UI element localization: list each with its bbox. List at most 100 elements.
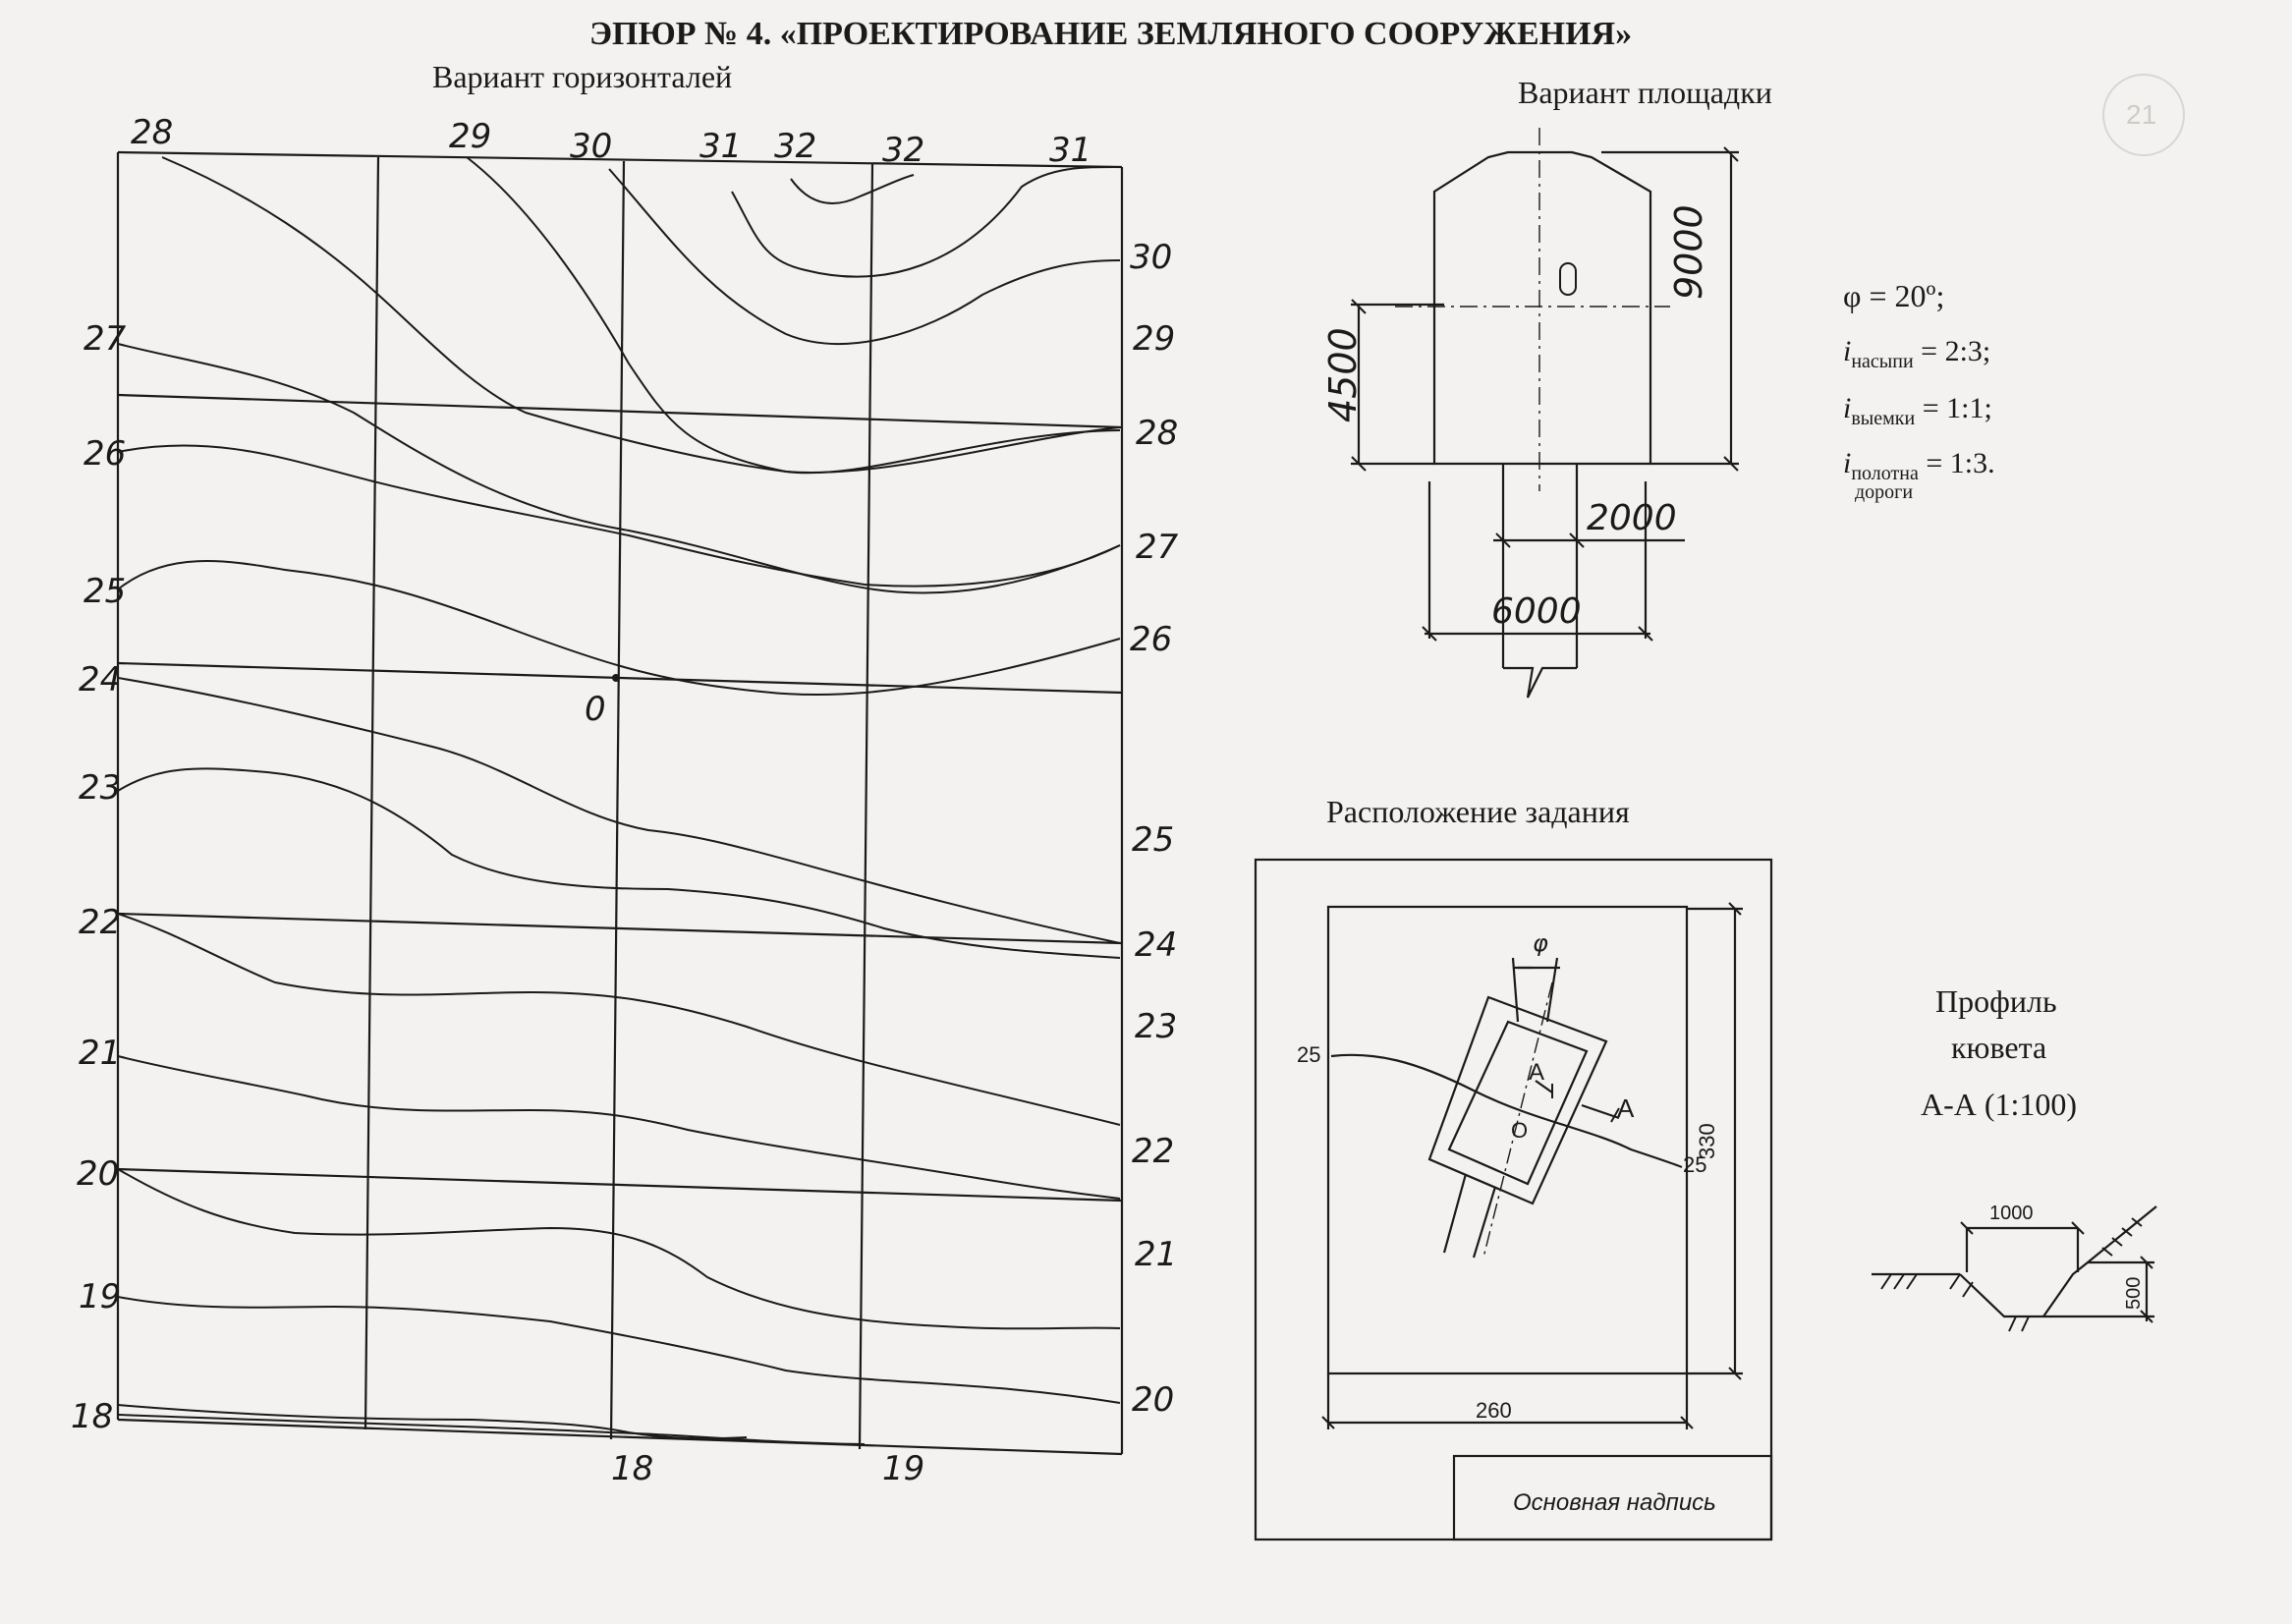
right-label: 23 (1135, 1007, 1178, 1046)
right-label: 20 (1132, 1380, 1175, 1420)
contour-curve (161, 156, 1121, 474)
i-symbol: i (1843, 392, 1852, 424)
left-label: 19 (79, 1277, 122, 1316)
contour-map-caption: Вариант горизонталей (432, 59, 733, 94)
bottom-label: 18 (611, 1449, 654, 1488)
origin-label: 0 (585, 690, 606, 729)
layout-scheme-caption: Расположение задания (1326, 794, 1630, 829)
ditch-cross-section (1959, 1205, 2157, 1318)
left-label: 20 (77, 1154, 120, 1194)
scheme-road-left (1442, 1173, 1468, 1254)
section-label-a2: А (1617, 1093, 1635, 1123)
top-label: 29 (449, 117, 492, 156)
right-label: 25 (1132, 820, 1175, 860)
page-title: ЭПЮР № 4. «ПРОЕКТИРОВАНИЕ ЗЕМЛЯНОГО СООР… (589, 16, 1633, 52)
i-symbol: i (1843, 447, 1852, 479)
scheme-inner-frame (1326, 905, 1689, 1375)
map-bottom-border (117, 1418, 1123, 1456)
platform-caption: Вариант площадки (1518, 75, 1772, 110)
title-block-box (1452, 1454, 1773, 1541)
i-symbol: i (1843, 335, 1852, 367)
platform-marker-shape (1559, 262, 1577, 296)
right-label: 24 (1135, 925, 1178, 965)
right-label: 29 (1133, 319, 1176, 359)
right-label: 26 (1130, 620, 1173, 659)
fill-slope-value: = 2:3; (1921, 335, 1991, 367)
scheme-dim-width: 260 (1476, 1398, 1512, 1423)
map-top-border (117, 150, 1123, 169)
top-label: 28 (131, 113, 174, 152)
road-slope-parameter: iполотна = 1:3. (1843, 447, 1995, 484)
scheme-axis (1482, 981, 1553, 1259)
grid-horizontal-1 (117, 393, 1123, 429)
top-label: 32 (774, 127, 817, 166)
grid-vertical-1 (363, 156, 380, 1430)
bottom-label: 19 (882, 1449, 925, 1488)
road-slope-value: = 1:3. (1926, 447, 1995, 479)
scheme-platform-inner (1447, 1020, 1589, 1186)
scheme-origin-label: О (1511, 1118, 1529, 1143)
contour-curve (731, 166, 1121, 278)
contour-curve (608, 168, 1121, 345)
right-label: 28 (1136, 414, 1179, 453)
scheme-contour (1330, 1053, 1683, 1169)
grid-vertical-3 (858, 163, 874, 1450)
cut-slope-subscript: выемки (1851, 408, 1916, 429)
scheme-angle-label: φ (1533, 929, 1548, 957)
phi-parameter: φ = 20º; (1843, 278, 1945, 313)
right-label: 22 (1132, 1132, 1175, 1171)
scheme-road-right (1472, 1186, 1497, 1259)
platform-outline (1432, 150, 1652, 466)
scheme-contour-right: 25 (1683, 1152, 1707, 1177)
fill-slope-subscript: насыпи (1851, 351, 1914, 372)
left-label: 26 (84, 434, 127, 474)
cut-slope-parameter: iвыемки = 1:1; (1843, 392, 1992, 429)
section-label-a1: А (1529, 1059, 1545, 1086)
title-block-label: Основная надпись (1513, 1489, 1716, 1516)
scheme-platform-outer (1427, 995, 1608, 1205)
grid-vertical-2 (609, 160, 626, 1440)
left-label: 18 (71, 1397, 114, 1436)
left-label: 21 (79, 1034, 122, 1073)
top-label: 30 (570, 127, 613, 166)
stamp-number: 21 (2126, 99, 2157, 130)
section-line (1581, 1103, 1620, 1120)
contour-curve (117, 1404, 748, 1440)
contour-curve (117, 767, 1121, 959)
contour-curve (117, 343, 1121, 594)
platform-dim-base-width: 6000 (1491, 591, 1582, 632)
right-label: 30 (1130, 238, 1173, 277)
top-label: 32 (882, 131, 925, 170)
left-label: 25 (84, 572, 127, 611)
fill-slope-parameter: iнасыпи = 2:3; (1843, 335, 1991, 372)
right-label: 27 (1136, 528, 1179, 567)
left-label: 23 (79, 768, 122, 808)
section-line (1535, 1080, 1553, 1093)
cut-slope-value: = 1:1; (1922, 392, 1992, 424)
left-label: 22 (79, 903, 122, 942)
stamp-badge: 21 (2102, 74, 2185, 156)
scheme-contour-left: 25 (1297, 1042, 1321, 1067)
contour-curve (117, 560, 1121, 697)
grid-horizontal-4 (117, 1167, 1123, 1203)
contour-curve (117, 1296, 1121, 1404)
top-label: 31 (699, 127, 743, 166)
contour-curve (117, 677, 1121, 944)
contour-curve (117, 1055, 1121, 1200)
ditch-caption-line2: кювета (1951, 1030, 2047, 1065)
contour-curve (790, 174, 915, 204)
left-label: 27 (84, 319, 127, 359)
platform-dim-road-width: 2000 (1587, 498, 1677, 538)
grid-horizontal-3 (117, 912, 1123, 945)
ditch-dim-width: 1000 (1989, 1203, 2034, 1224)
break-line (1503, 666, 1577, 699)
contour-curve (117, 913, 1121, 1126)
road-slope-subscript-2: дороги (1855, 481, 1914, 503)
origin-marker (612, 674, 620, 682)
contour-curve (117, 444, 1121, 588)
